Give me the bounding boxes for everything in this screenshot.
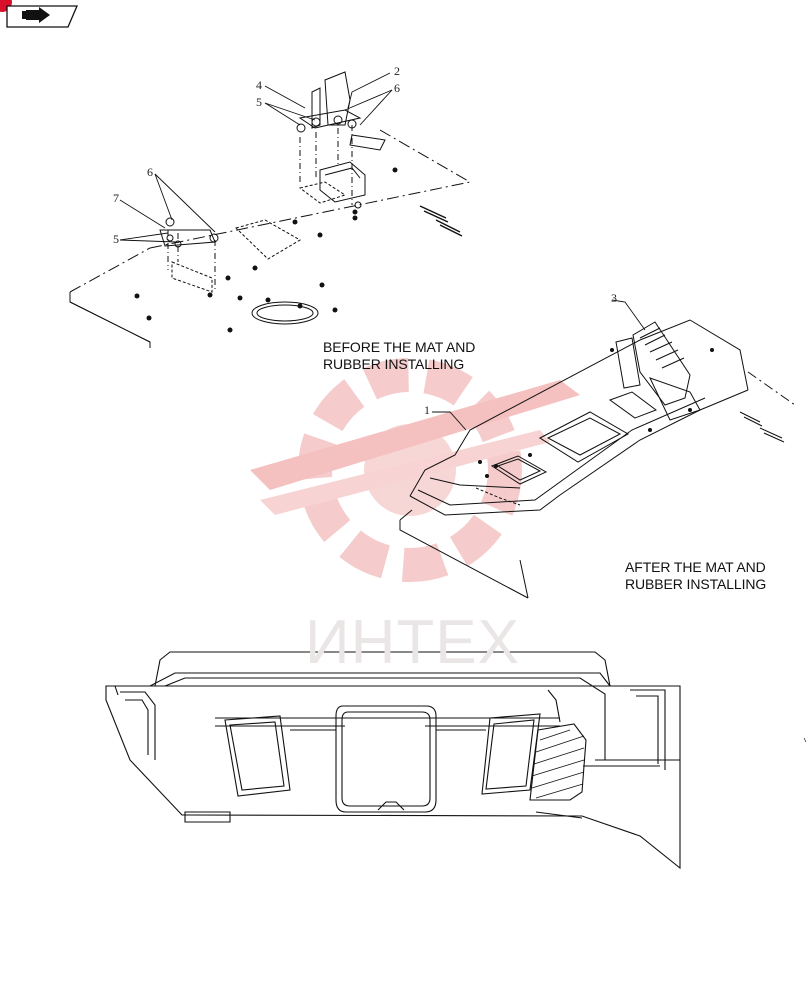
caption-before-line-1: BEFORE THE MAT AND: [323, 339, 476, 355]
floor-plate-before: [69, 71, 471, 348]
callout-4: 4: [256, 78, 262, 92]
callout-5-left: 5: [113, 232, 119, 246]
callout-1: 1: [424, 403, 430, 417]
callout-2: 2: [394, 64, 400, 78]
caption-before: BEFORE THE MAT AND RUBBER INSTALLING: [323, 339, 475, 373]
caption-after: AFTER THE MAT AND RUBBER INSTALLING: [625, 559, 766, 593]
caption-before-line-2: RUBBER INSTALLING: [323, 356, 465, 372]
watermark-logo: [250, 358, 580, 582]
leader-lines-top: [119, 72, 393, 243]
watermark-text: ИНТЕХ: [305, 608, 520, 677]
caption-after-line-1: AFTER THE MAT AND: [625, 559, 766, 575]
navigation-button[interactable]: [6, 5, 78, 28]
callout-3: 3: [611, 291, 617, 305]
caption-after-line-2: RUBBER INSTALLING: [625, 576, 767, 592]
callout-5-top: 5: [256, 95, 262, 109]
callout-7: 7: [113, 191, 119, 205]
callout-labels: 3 1 2 6 4 5 6 7 5: [113, 64, 617, 417]
callout-6-top: 6: [394, 81, 400, 95]
leader-lines-right: [432, 299, 646, 431]
callout-6-left: 6: [147, 165, 153, 179]
floor-mat-top-view: [105, 651, 681, 870]
arrow-hand-icon: [22, 7, 50, 23]
floor-mat-installed: [399, 319, 796, 599]
